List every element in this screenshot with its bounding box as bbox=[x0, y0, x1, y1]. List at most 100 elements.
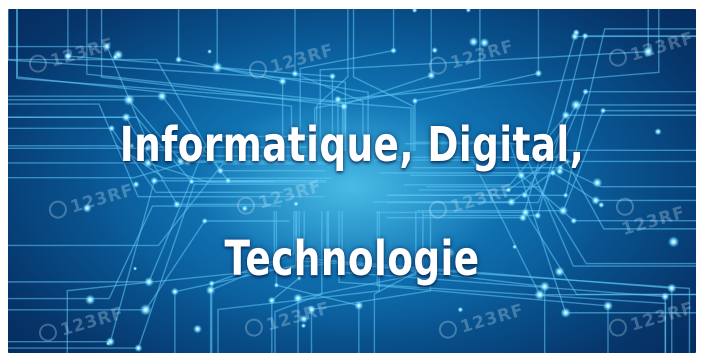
circuit-node bbox=[570, 217, 578, 225]
circuit-node bbox=[144, 145, 151, 152]
circuit-node bbox=[411, 9, 418, 14]
circuit-node bbox=[144, 276, 154, 287]
circuit-node bbox=[660, 292, 670, 301]
circuit-node bbox=[581, 32, 589, 40]
circuit-trace bbox=[341, 211, 666, 353]
circuit-node bbox=[468, 36, 479, 47]
circuit-node bbox=[549, 169, 557, 177]
circuit-trace bbox=[8, 95, 327, 182]
circuit-node bbox=[300, 323, 307, 329]
circuit-node bbox=[292, 293, 304, 304]
circuit-node bbox=[205, 285, 216, 296]
circuit-trace bbox=[8, 161, 326, 179]
circuit-node bbox=[328, 72, 337, 80]
circuit-node bbox=[654, 128, 662, 136]
circuit-node bbox=[521, 207, 531, 217]
circuit-node bbox=[108, 124, 116, 132]
circuit-trace bbox=[295, 211, 691, 353]
circuit-node bbox=[128, 142, 135, 150]
circuit-node bbox=[592, 177, 603, 188]
circuit-node bbox=[132, 180, 140, 189]
circuit-trace bbox=[386, 91, 696, 204]
circuit-trace bbox=[376, 211, 609, 353]
circuit-trace bbox=[177, 9, 284, 151]
circuit-trace bbox=[8, 183, 319, 349]
circuit-node bbox=[599, 107, 607, 114]
circuit-node bbox=[505, 187, 512, 193]
circuit-trace bbox=[271, 211, 300, 353]
circuit-trace bbox=[414, 141, 696, 314]
circuit-node bbox=[296, 275, 302, 281]
circuit-trace bbox=[67, 9, 334, 151]
circuit-node bbox=[293, 201, 299, 207]
circuit-node bbox=[582, 88, 589, 96]
circuit-trace bbox=[417, 109, 696, 212]
circuit-trace bbox=[216, 9, 369, 151]
circuit-node bbox=[132, 266, 138, 271]
circuit-node bbox=[534, 289, 546, 301]
circuit-node bbox=[172, 200, 181, 209]
circuit-node bbox=[273, 282, 280, 288]
circuit-trace bbox=[303, 211, 546, 353]
circuit-trace bbox=[8, 58, 326, 172]
circuit-trace bbox=[8, 135, 317, 283]
circuit-node bbox=[534, 69, 543, 78]
circuit-node bbox=[539, 281, 550, 292]
circuit-node bbox=[84, 294, 96, 305]
circuit-trace bbox=[8, 145, 332, 179]
circuit-node bbox=[188, 178, 195, 185]
circuit-node bbox=[562, 192, 569, 199]
circuit-node bbox=[411, 97, 419, 105]
circuit-node bbox=[206, 133, 213, 140]
circuit-node bbox=[359, 268, 367, 276]
circuit-trace bbox=[16, 9, 412, 151]
circuit-trace bbox=[8, 127, 284, 193]
circuit-trace bbox=[8, 99, 288, 162]
circuit-node bbox=[570, 99, 582, 111]
circuit-node bbox=[333, 95, 342, 104]
circuit-trace bbox=[403, 114, 696, 186]
circuit-node bbox=[591, 195, 601, 205]
circuit-node bbox=[211, 61, 223, 74]
circuit-node bbox=[560, 307, 571, 319]
circuit-trace bbox=[294, 9, 364, 151]
circuit-node bbox=[123, 93, 135, 106]
circuit-node bbox=[457, 306, 464, 313]
circuit-trace bbox=[426, 186, 696, 265]
circuit-trace bbox=[8, 147, 309, 157]
circuit-trace bbox=[66, 211, 328, 353]
circuit-node bbox=[572, 28, 580, 37]
circuit-trace bbox=[8, 162, 327, 183]
circuit-trace bbox=[379, 172, 696, 202]
circuit-node bbox=[143, 158, 154, 168]
circuit-trace bbox=[8, 103, 325, 198]
circuit-node bbox=[465, 9, 472, 13]
circuit-node bbox=[324, 256, 333, 265]
circuit-node bbox=[175, 56, 183, 64]
circuit-trace bbox=[100, 9, 345, 151]
circuit-node bbox=[667, 236, 680, 248]
circuit-trace bbox=[388, 28, 696, 196]
circuit-node bbox=[291, 69, 299, 78]
circuit-node bbox=[278, 76, 287, 86]
circuit-trace bbox=[337, 9, 660, 151]
circuit-trace bbox=[405, 142, 696, 267]
circuit-trace bbox=[210, 211, 295, 353]
circuit-node bbox=[555, 167, 564, 176]
circuit-node bbox=[479, 37, 490, 48]
circuit-board-pattern bbox=[8, 9, 696, 353]
circuit-trace bbox=[8, 205, 282, 300]
circuit-node bbox=[139, 303, 152, 316]
circuit-trace bbox=[174, 211, 297, 353]
circuit-node bbox=[598, 201, 605, 209]
circuit-node bbox=[390, 47, 397, 54]
circuit-node bbox=[176, 156, 186, 166]
circuit-node bbox=[156, 91, 168, 102]
circuit-trace bbox=[344, 9, 432, 151]
circuit-node bbox=[170, 287, 179, 296]
circuit-node bbox=[339, 102, 349, 111]
circuit-node bbox=[105, 341, 111, 346]
circuit-node bbox=[666, 283, 677, 294]
circuit-node bbox=[207, 49, 213, 55]
circuit-node bbox=[112, 54, 119, 61]
